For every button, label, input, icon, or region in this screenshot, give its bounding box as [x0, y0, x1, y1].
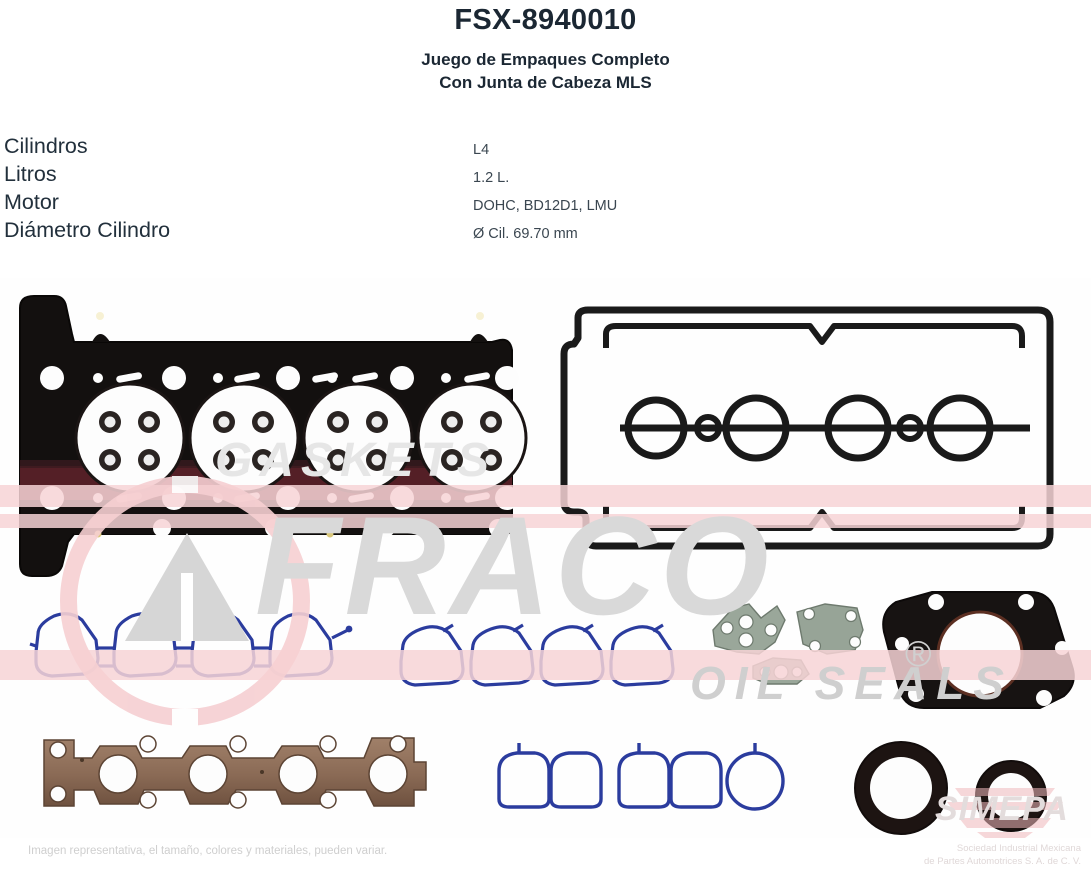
company-name-line2: de Partes Automotrices S. A. de C. V. — [923, 855, 1081, 867]
part-number: FSX-8940010 — [454, 4, 637, 36]
spec-value-diametro-cilindro: Ø Cil. 69.70 mm — [473, 226, 578, 242]
specifications-table: Cilindros Litros Motor Diámetro Cilindro… — [0, 132, 1091, 252]
company-name-line1: Sociedad Industrial Mexicana — [956, 843, 1081, 854]
spec-value-cilindros: L4 — [473, 142, 490, 158]
spec-values-column: L4 1.2 L. DOHC, BD12D1, LMU Ø Cil. 69.70… — [473, 136, 893, 248]
valve-cover-gasket — [560, 306, 1070, 578]
fraco-brand-watermark: FRACO — [255, 487, 773, 644]
oil-seals-watermark: OIL SEALS — [690, 657, 1013, 709]
product-image: GASKETS FRACO ® OIL SEALS SIMEPA — [0, 278, 1091, 838]
brand-band-top — [0, 485, 1091, 507]
fraco-emblem-triangle-icon — [125, 533, 249, 641]
gaskets-watermark: GASKETS — [215, 434, 497, 487]
spec-label-diametro-cilindro: Diámetro Cilindro — [4, 218, 171, 242]
throttle-body-gaskets — [495, 743, 785, 823]
image-disclaimer: Imagen representativa, el tamaño, colore… — [28, 845, 388, 857]
crankshaft-oil-seals — [845, 738, 1080, 838]
spec-label-litros: Litros — [4, 162, 57, 186]
spec-label-motor: Motor — [4, 190, 59, 214]
spec-value-motor: DOHC, BD12D1, LMU — [473, 198, 618, 214]
simepa-emblem-icon — [925, 778, 1085, 838]
spec-label-cilindros: Cilindros — [4, 134, 88, 158]
spec-labels-column: Cilindros Litros Motor Diámetro Cilindro — [4, 132, 424, 244]
company-name: Sociedad Industrial Mexicana de Partes A… — [924, 843, 1081, 869]
product-subtitle-line2: Con Junta de Cabeza MLS — [439, 72, 652, 92]
exhaust-manifold-gasket — [30, 728, 440, 818]
product-subtitle-line1: Juego de Empaques Completo — [421, 50, 670, 69]
spec-value-litros: 1.2 L. — [473, 170, 510, 186]
header: FSX-8940010 Juego de Empaques Completo C… — [0, 0, 1091, 105]
simepa-watermark: SIMEPA — [935, 790, 1069, 828]
registered-trademark-icon: ® — [905, 633, 932, 674]
